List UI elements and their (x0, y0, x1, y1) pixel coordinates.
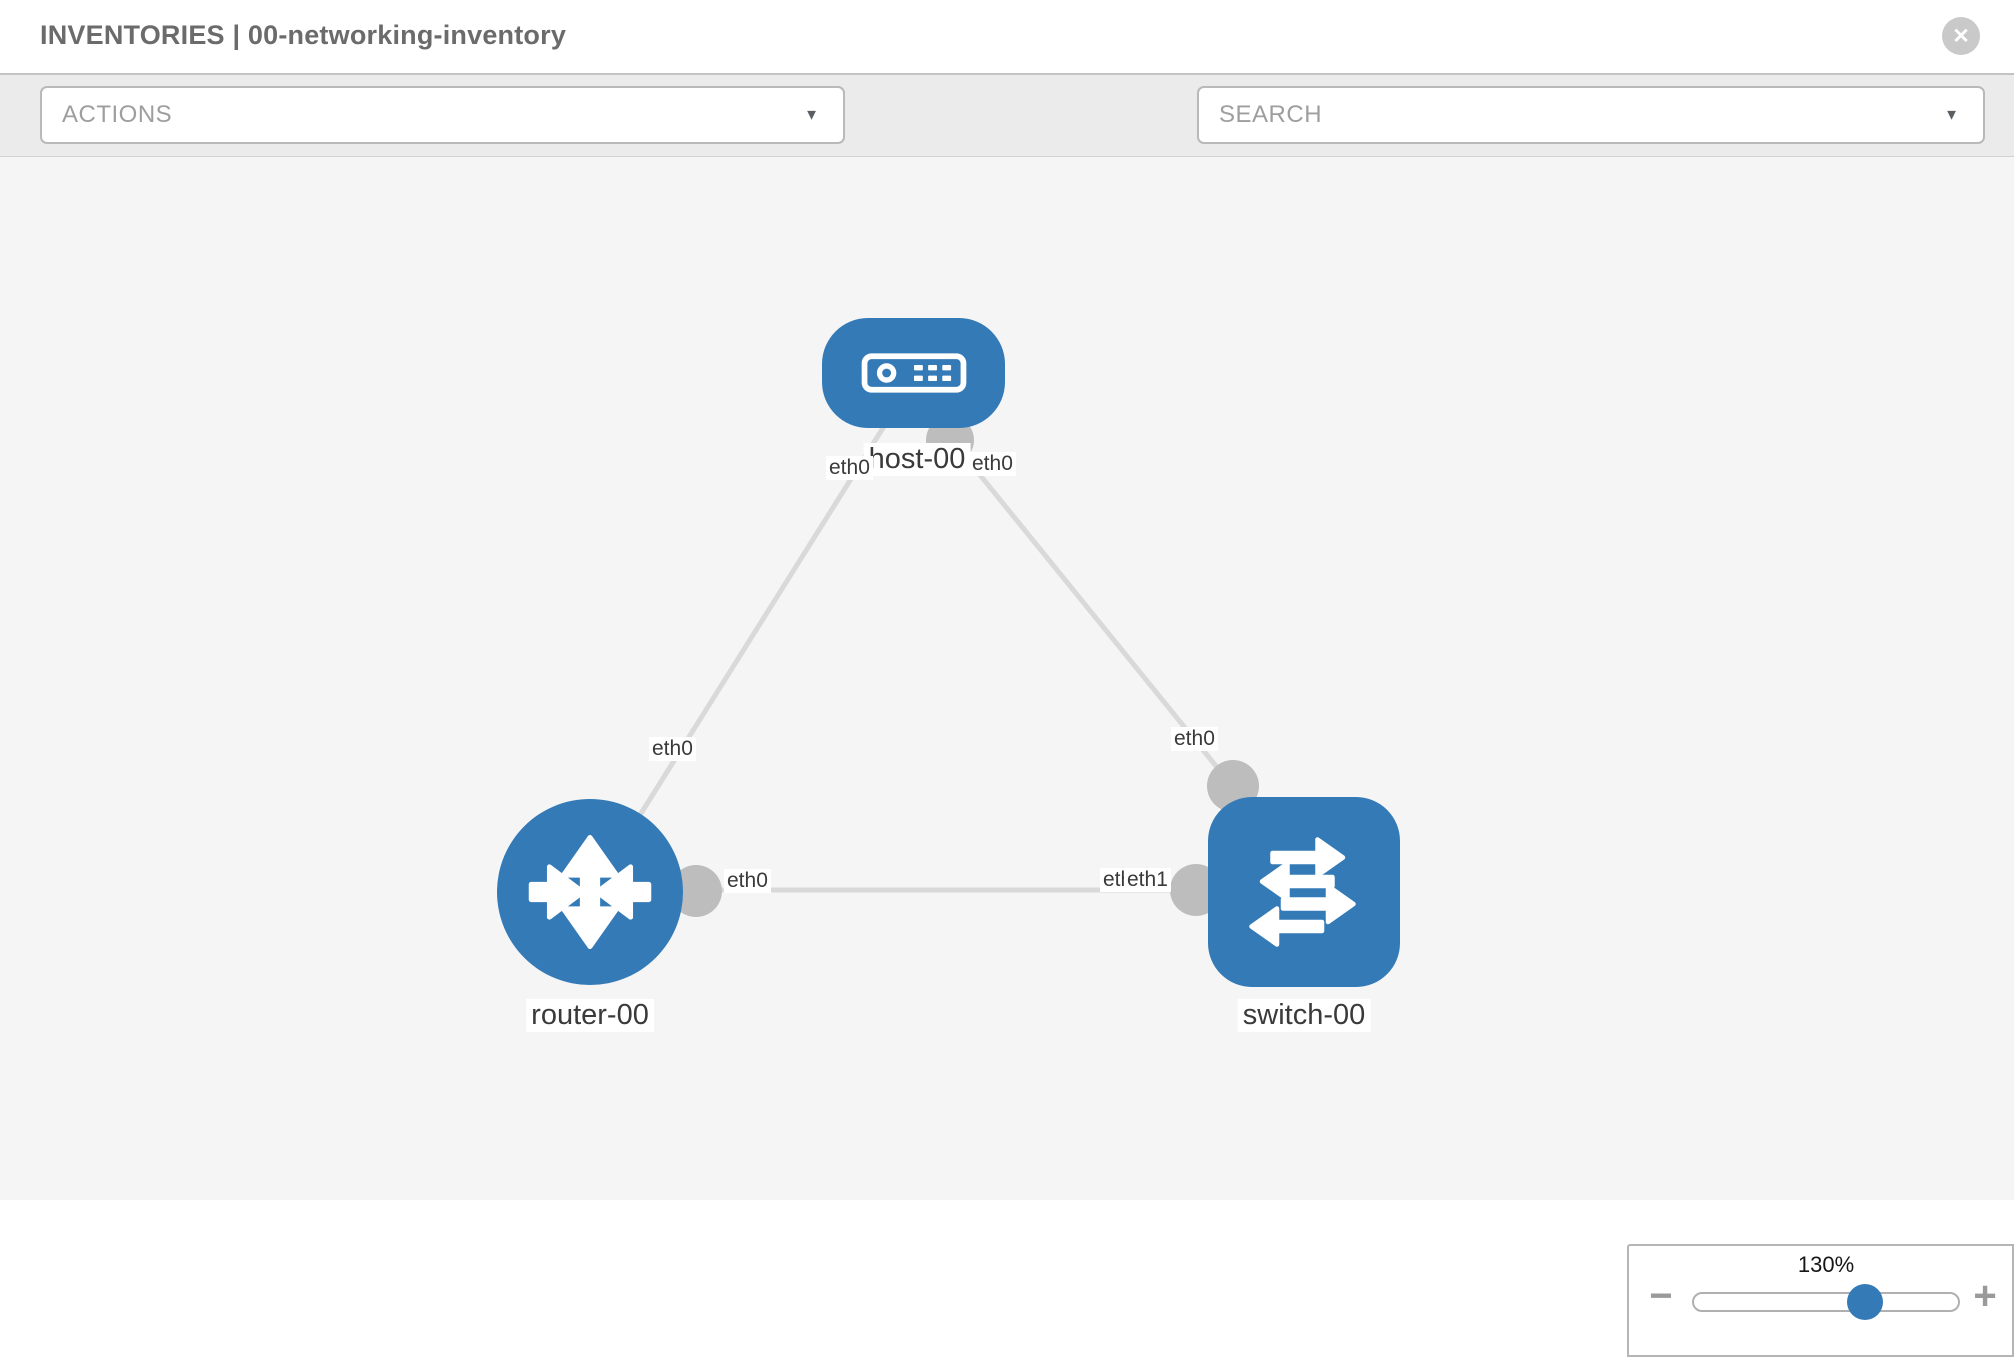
zoom-level-value: 130% (1797, 1252, 1855, 1277)
actions-dropdown-label: ACTIONS (62, 101, 173, 128)
close-button[interactable]: ✕ (1942, 17, 1980, 55)
router-arrows-icon (528, 834, 652, 950)
iface-label-host-eth0-right: eth0 (969, 452, 1016, 477)
iface-label-router-eth0-horizontal: eth0 (724, 869, 771, 894)
node-label-router-00: router-00 (526, 999, 654, 1033)
iface-label-host-eth0-left: eth0 (826, 456, 873, 481)
iface-label-router-eth0-upper: eth0 (649, 737, 696, 762)
port-router-eth0[interactable] (670, 865, 722, 917)
actions-dropdown[interactable]: ACTIONS ▼ (40, 86, 845, 144)
node-label-switch-00: switch-00 (1237, 999, 1371, 1033)
zoom-in-button[interactable]: + (1965, 1274, 2005, 1318)
toolbar: ACTIONS ▼ SEARCH ▼ (0, 73, 2014, 211)
topology-links-layer (637, 416, 1259, 917)
zoom-slider-track[interactable] (1692, 1284, 1960, 1320)
search-placeholder: SEARCH (1219, 101, 1323, 128)
zoom-out-button[interactable]: − (1641, 1274, 1681, 1318)
close-icon: ✕ (1952, 24, 1970, 48)
plus-icon: + (1973, 1274, 1997, 1318)
node-host-00[interactable] (822, 318, 1005, 428)
header: INVENTORIES | 00-networking-inventory ✕ (0, 0, 2014, 73)
node-label-host-00: host-00 (863, 443, 971, 477)
page-title: INVENTORIES | 00-networking-inventory (40, 20, 567, 50)
iface-label-switch-eth0-upper: eth0 (1171, 727, 1218, 752)
switch-arrows-icon (1249, 837, 1356, 947)
topology-canvas[interactable]: host-00 router-00 switch-00 eth0 eth0 et… (0, 157, 2014, 1357)
minus-icon: − (1649, 1274, 1673, 1318)
chevron-down-icon: ▼ (1944, 106, 1959, 124)
node-switch-00[interactable] (1208, 797, 1400, 987)
host-device-icon (861, 353, 966, 393)
node-router-00[interactable] (497, 799, 683, 985)
zoom-panel: 130% − + (1627, 1244, 2014, 1357)
iface-label-switch-eth1: eth1 (1124, 868, 1171, 893)
zoom-slider-handle[interactable] (1847, 1284, 1883, 1320)
chevron-down-icon: ▼ (804, 106, 819, 124)
search-dropdown[interactable]: SEARCH ▼ (1197, 86, 1985, 144)
